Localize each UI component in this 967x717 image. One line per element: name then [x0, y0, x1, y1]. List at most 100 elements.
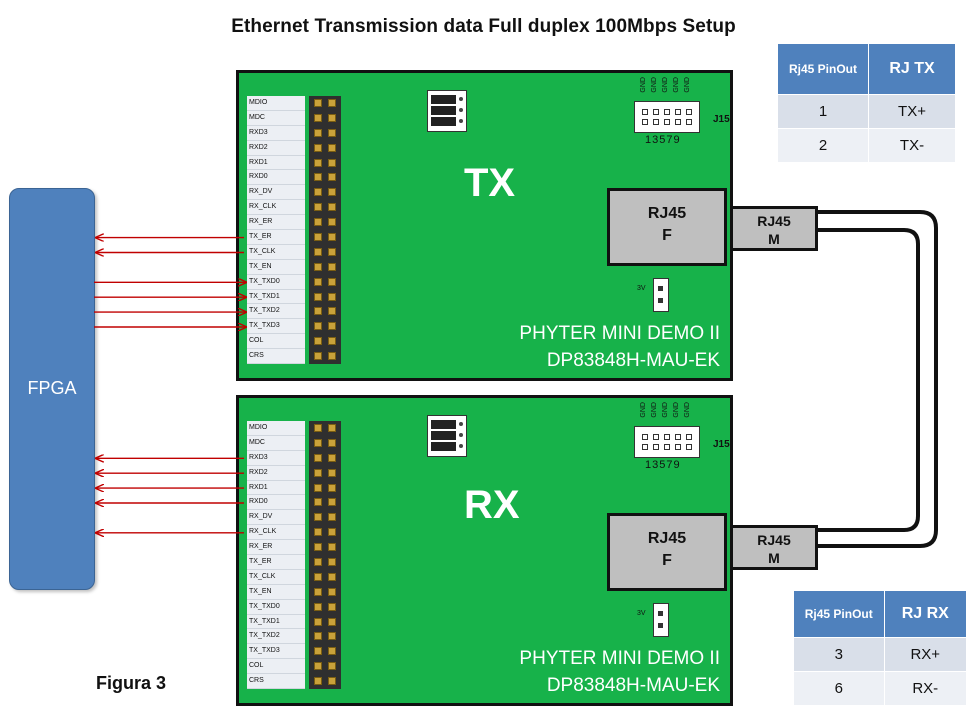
tx-table-cell: TX+	[868, 94, 956, 129]
rx-pin-row: RXD3	[247, 450, 341, 466]
tx-header-pins	[309, 274, 341, 290]
rx-pin-row: MDIO	[247, 421, 341, 436]
rx-header-pins	[309, 599, 341, 615]
rx-header-pins	[309, 614, 341, 630]
ethernet-cable	[818, 210, 938, 548]
tx-pin-row: RXD3	[247, 125, 341, 141]
rx-table-header-pinout: Rj45 PinOut	[793, 590, 885, 638]
rx-pin-label: RXD0	[247, 495, 305, 511]
rx-pin-row: MDC	[247, 435, 341, 451]
rx-board-label-line2: DP83848H-MAU-EK	[546, 675, 720, 696]
rx-header-pins	[309, 674, 341, 690]
tx-pin-label: RXD3	[247, 125, 305, 141]
rx-pin-row: CRS	[247, 674, 341, 690]
rx-j15-label: J15	[713, 439, 730, 450]
tx-table-cell: 2	[777, 128, 869, 163]
tx-pin-label: RXD2	[247, 140, 305, 156]
tx-pinout-table: Rj45 PinOut RJ TX 1 TX+ 2 TX-	[777, 43, 956, 163]
tx-j15-connector	[634, 101, 700, 133]
rx-pin-row: RX_DV	[247, 510, 341, 526]
rx-header-pins	[309, 435, 341, 451]
tx-header-pins	[309, 244, 341, 260]
rx-pin-label: RX_CLK	[247, 525, 305, 541]
tx-pin-label: RXD1	[247, 155, 305, 171]
rx-header-pins	[309, 584, 341, 600]
rx-pin-label: TX_TXD2	[247, 629, 305, 645]
rx-jumper-block	[427, 415, 467, 457]
rx-pin-label: TX_TXD3	[247, 644, 305, 660]
rx-pin-label: TX_EN	[247, 584, 305, 600]
rx-pinout-table: Rj45 PinOut RJ RX 3 RX+ 6 RX-	[793, 590, 967, 706]
rx-rj45-female-line2: F	[662, 552, 672, 569]
tx-header-pins	[309, 96, 341, 111]
tx-pin-row: MDC	[247, 110, 341, 126]
rx-pin-row: RXD2	[247, 465, 341, 481]
tx-pin-label: TX_TXD0	[247, 274, 305, 290]
rx-header-pins	[309, 465, 341, 481]
tx-header-pins	[309, 349, 341, 365]
rx-pin-label: TX_TXD0	[247, 599, 305, 615]
tx-pin-label: MDC	[247, 110, 305, 126]
rx-table-cell: RX+	[883, 637, 967, 672]
rx-pin-row: TX_TXD3	[247, 644, 341, 660]
tx-pin-row: CRS	[247, 349, 341, 365]
rx-pin-row: RX_ER	[247, 540, 341, 556]
tx-pin-row: MDIO	[247, 96, 341, 111]
rx-pin-row: RXD0	[247, 495, 341, 511]
rx-pin-row: TX_TXD1	[247, 614, 341, 630]
tx-pin-row: TX_TXD3	[247, 319, 341, 335]
tx-header-pins	[309, 334, 341, 350]
tx-header-pins	[309, 230, 341, 245]
rx-pin-label: COL	[247, 659, 305, 675]
tx-pin-row: TX_CLK	[247, 244, 341, 260]
rx-3v-jumper	[653, 603, 669, 637]
tx-rj45-female: RJ45 F	[607, 188, 727, 266]
tx-pin-row: TX_ER	[247, 230, 341, 245]
tx-board-name: TX	[464, 161, 516, 205]
rx-header-pins	[309, 540, 341, 556]
tx-pin-label: TX_TXD2	[247, 304, 305, 320]
rx-pin-row: TX_CLK	[247, 569, 341, 585]
rx-header-pins	[309, 450, 341, 466]
rx-board-name: RX	[464, 483, 520, 527]
rx-pin-label: RXD2	[247, 465, 305, 481]
tx-pin-label: CRS	[247, 349, 305, 365]
tx-pin-row: TX_EN	[247, 259, 341, 275]
tx-header-pins	[309, 259, 341, 275]
tx-table-header-pinout: Rj45 PinOut	[777, 43, 869, 95]
tx-j15-label: J15	[713, 114, 730, 125]
tx-header-pins	[309, 289, 341, 305]
tx-pin-row: TX_TXD0	[247, 274, 341, 290]
rx-pin-label: TX_TXD1	[247, 614, 305, 630]
rx-pin-label: TX_CLK	[247, 569, 305, 585]
rx-table-cell: 6	[793, 671, 885, 706]
tx-table-cell: TX-	[868, 128, 956, 163]
tx-header-pins	[309, 125, 341, 141]
tx-rj45-male-plug: RJ45 M	[730, 206, 818, 251]
rx-3v-label: 3V	[637, 610, 646, 617]
tx-pin-row: RX_ER	[247, 215, 341, 231]
tx-rj45-male-line1: RJ45	[757, 213, 791, 229]
tx-rj45-male-line2: M	[768, 231, 780, 247]
tx-pin-label: RX_DV	[247, 185, 305, 201]
tx-pin-label: TX_TXD1	[247, 289, 305, 305]
rx-board-label: PHYTER MINI DEMO II DP83848H-MAU-EK	[519, 645, 720, 699]
diagram-title: Ethernet Transmission data Full duplex 1…	[231, 16, 736, 37]
tx-rj45-female-line1: RJ45	[647, 205, 687, 222]
tx-header-pins	[309, 140, 341, 156]
rx-header-pins	[309, 495, 341, 511]
tx-header-pins	[309, 319, 341, 335]
signal-arrows	[94, 238, 246, 533]
tx-pin-label: RXD0	[247, 170, 305, 186]
rx-rj45-male-plug: RJ45 M	[730, 525, 818, 570]
tx-3v-jumper	[653, 278, 669, 312]
rx-table-cell: RX-	[883, 671, 967, 706]
tx-pin-label: TX_ER	[247, 230, 305, 245]
rx-header-pins	[309, 629, 341, 645]
rx-pin-label: RX_DV	[247, 510, 305, 526]
tx-header-pins	[309, 110, 341, 126]
figure-caption: Figura 3	[96, 673, 167, 693]
rx-pin-label: RXD1	[247, 480, 305, 496]
